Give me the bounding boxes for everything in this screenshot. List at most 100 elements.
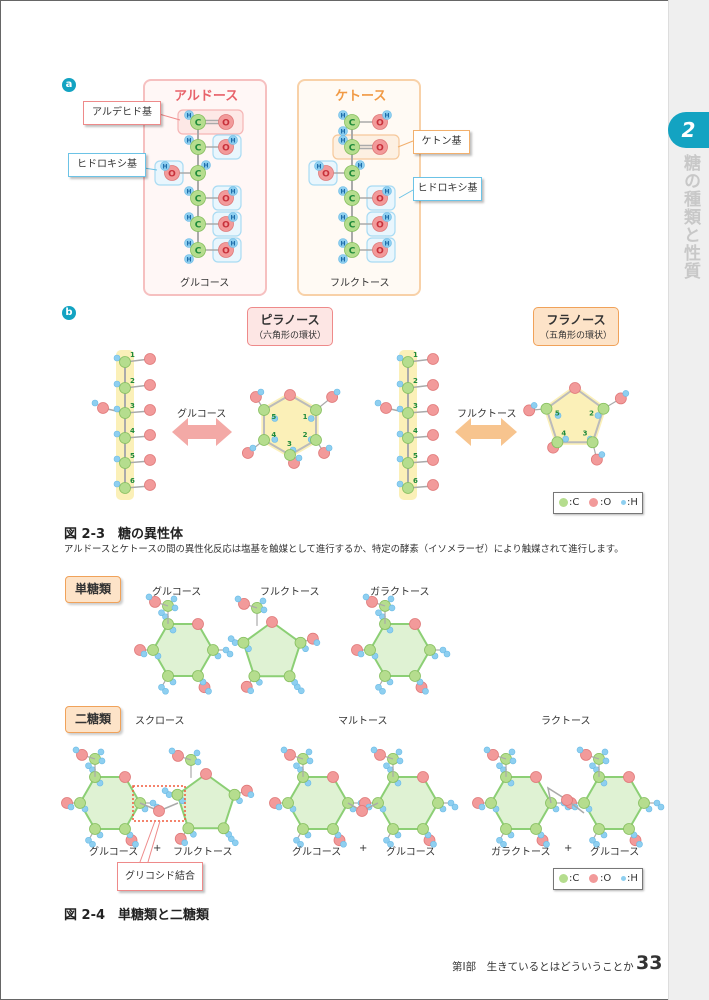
hydrogen-atom	[395, 748, 403, 756]
sugar-ring	[583, 776, 645, 830]
furanose-subtitle: （五角形の環状）	[539, 331, 612, 341]
hydrogen-atom	[387, 595, 395, 603]
oxygen-atom	[417, 771, 429, 783]
hydrogen-atom	[228, 135, 238, 145]
carbon-atom	[283, 670, 296, 683]
sucrose-right: フルクトース	[173, 847, 233, 858]
pyranose-box: ピラノース （六角形の環状）	[247, 307, 333, 346]
oxygen-atom	[427, 353, 439, 365]
hydrogen-atom	[598, 451, 606, 458]
hydrogen-atom	[91, 399, 99, 407]
carbon-atom	[182, 822, 195, 835]
oxygen-atom	[144, 353, 156, 365]
carbon-atom	[586, 436, 599, 449]
hydrogen-atom	[227, 635, 235, 643]
oxygen-atom	[200, 768, 212, 780]
carbon-atom	[119, 356, 131, 368]
atom-legend-1: :C :O :H	[553, 492, 643, 514]
hydrogen-atom	[184, 110, 194, 120]
lactose-left: ガラクトース	[491, 847, 551, 858]
hydrogen-atom	[375, 683, 382, 691]
mono-name-fructose: フルクトース	[260, 587, 320, 598]
hydrogen-atom	[370, 746, 378, 754]
carbon-atom	[432, 797, 444, 809]
figure-2-4-caption: 図 2-4 単糖類と二糖類	[64, 908, 210, 923]
disaccharide-label: 二糖類	[65, 706, 121, 733]
carbon-legend-label: :C	[569, 873, 580, 884]
oxygen-atom	[427, 479, 439, 491]
lactose-right: グルコース	[590, 847, 640, 858]
hydrogen-symbol: H	[186, 188, 191, 195]
hydrogen-atom	[396, 480, 404, 488]
carbon-atom	[402, 432, 414, 444]
bond	[546, 786, 585, 814]
bond	[139, 820, 156, 863]
hydrogen-legend-icon	[621, 876, 626, 881]
hydrogen-atom	[234, 595, 242, 603]
hydrogen-symbol: H	[230, 240, 235, 247]
carbon-atom	[327, 823, 339, 835]
oxygen-atom	[153, 805, 165, 817]
sucrose-plus: +	[153, 843, 162, 854]
hydrogen-symbol: H	[340, 128, 345, 135]
carbon-atom	[417, 823, 429, 835]
hydrogen-atom	[231, 639, 239, 647]
glycosidic-bond-highlight	[132, 785, 186, 822]
hydrogen-atom	[383, 762, 390, 770]
oxygen-legend-label: :O	[600, 873, 612, 884]
oxygen-atom	[427, 379, 439, 391]
hydrogen-atom	[231, 839, 239, 847]
hydrogen-atom	[85, 836, 92, 844]
hydrogen-legend-label: :H	[627, 873, 638, 884]
hydrogen-atom	[622, 390, 630, 397]
oxygen-legend-icon	[589, 874, 598, 883]
sugar-ring	[79, 776, 141, 830]
hydrogen-atom	[271, 415, 279, 422]
carbon-number: 1	[130, 351, 135, 359]
hydrogen-atom	[162, 687, 169, 695]
hydrogen-atom	[383, 836, 390, 844]
maltose-title: マルトース	[338, 716, 388, 727]
oxygen-atom	[569, 382, 581, 394]
hydrogen-atom	[430, 840, 437, 848]
aldose-title: アルドース	[174, 89, 239, 104]
carbon-atom	[638, 797, 650, 809]
chapter-tab[interactable]: 2	[668, 112, 709, 148]
hydrogen-atom	[338, 110, 348, 120]
hydrogen-atom	[113, 380, 121, 388]
carbon-number: 3	[130, 402, 135, 410]
hydrogen-atom	[338, 238, 348, 248]
hydrogen-atom	[362, 593, 370, 601]
oxygen-atom	[409, 618, 421, 630]
hydrogen-symbol: H	[186, 137, 191, 144]
hydrogen-atom	[636, 840, 643, 848]
carbon-atom	[284, 449, 296, 461]
hydrogen-atom	[280, 746, 288, 754]
oxygen-atom	[218, 114, 234, 130]
hydrogen-atom	[184, 254, 194, 264]
chapter-sidebar	[668, 0, 709, 1000]
carbon-atom	[207, 644, 219, 656]
carbon-symbol: C	[349, 143, 356, 153]
oxygen-symbol: O	[376, 118, 384, 128]
oxygen-atom	[327, 771, 339, 783]
hydrogen-atom	[293, 836, 300, 844]
hydrogen-atom	[193, 749, 201, 757]
hydrogen-atom	[72, 746, 80, 754]
carbon-atom	[379, 670, 391, 682]
hydrogen-symbol: H	[162, 163, 167, 170]
maltose-left: グルコース	[292, 847, 342, 858]
maltose-right: グルコース	[386, 847, 436, 858]
hydroxy-group-callout-left: ヒドロキシ基	[68, 153, 146, 177]
hydrogen-atom	[589, 762, 596, 770]
mono-name-glucose: グルコース	[152, 587, 202, 598]
hydrogen-atom	[447, 799, 455, 807]
hydrogen-atom	[355, 160, 365, 170]
hydrogen-atom	[496, 836, 503, 844]
hydrogen-atom	[375, 609, 382, 617]
oxygen-symbol: O	[222, 118, 230, 128]
footer-part-title: 第Ⅰ部 生きているとはどういうことか	[452, 961, 634, 973]
carbon-number: 5	[271, 413, 276, 421]
hydrogen-atom	[388, 604, 396, 612]
hydrogen-atom	[396, 430, 404, 438]
